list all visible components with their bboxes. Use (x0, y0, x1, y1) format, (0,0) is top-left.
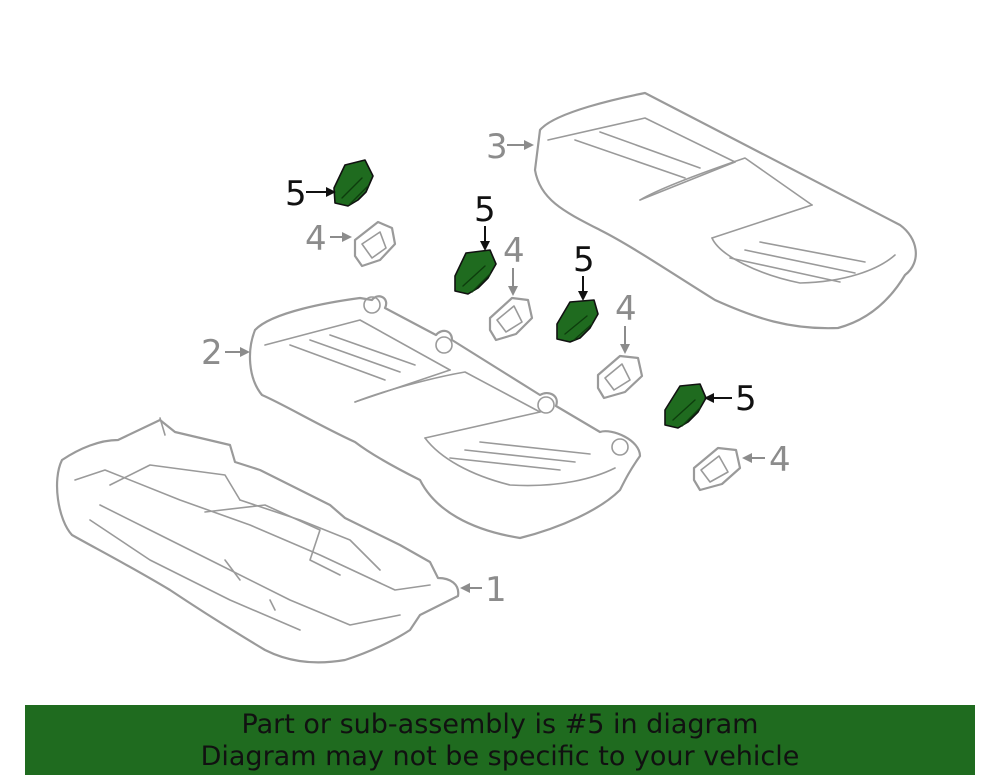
callout-1: 1 (485, 570, 507, 610)
banner-line-part: Part or sub-assembly is #5 in diagram (241, 709, 759, 740)
info-banner: Part or sub-assembly is #5 in diagram Di… (25, 705, 975, 775)
banner-line-disclaimer: Diagram may not be specific to your vehi… (200, 741, 800, 772)
cover-part-5-b (454, 249, 497, 295)
clip-part-4-b (488, 296, 534, 342)
parts-diagram: 3 2 1 4 4 4 4 5 5 5 5 (56, 91, 917, 664)
seat-cushion-middle (248, 295, 642, 540)
callout-4-b: 4 (503, 231, 525, 271)
callout-4-a: 4 (305, 219, 327, 259)
cover-part-5-a (333, 159, 374, 207)
callout-5-a: 5 (285, 174, 307, 214)
callout-4-c: 4 (615, 289, 637, 329)
cover-part-5-d (664, 383, 707, 429)
callout-4-d: 4 (769, 440, 791, 480)
callout-3: 3 (486, 127, 508, 167)
callout-2: 2 (201, 333, 223, 373)
callout-5-b: 5 (474, 190, 496, 230)
seat-cushion-upper (533, 91, 917, 330)
seat-frame-base (56, 417, 460, 664)
clip-part-4-a (353, 220, 397, 268)
cover-part-5-c (556, 299, 599, 343)
callout-5-d: 5 (735, 379, 757, 419)
callout-5-c: 5 (573, 240, 595, 280)
clip-part-4-c (596, 354, 644, 400)
clip-part-4-d (692, 446, 742, 492)
